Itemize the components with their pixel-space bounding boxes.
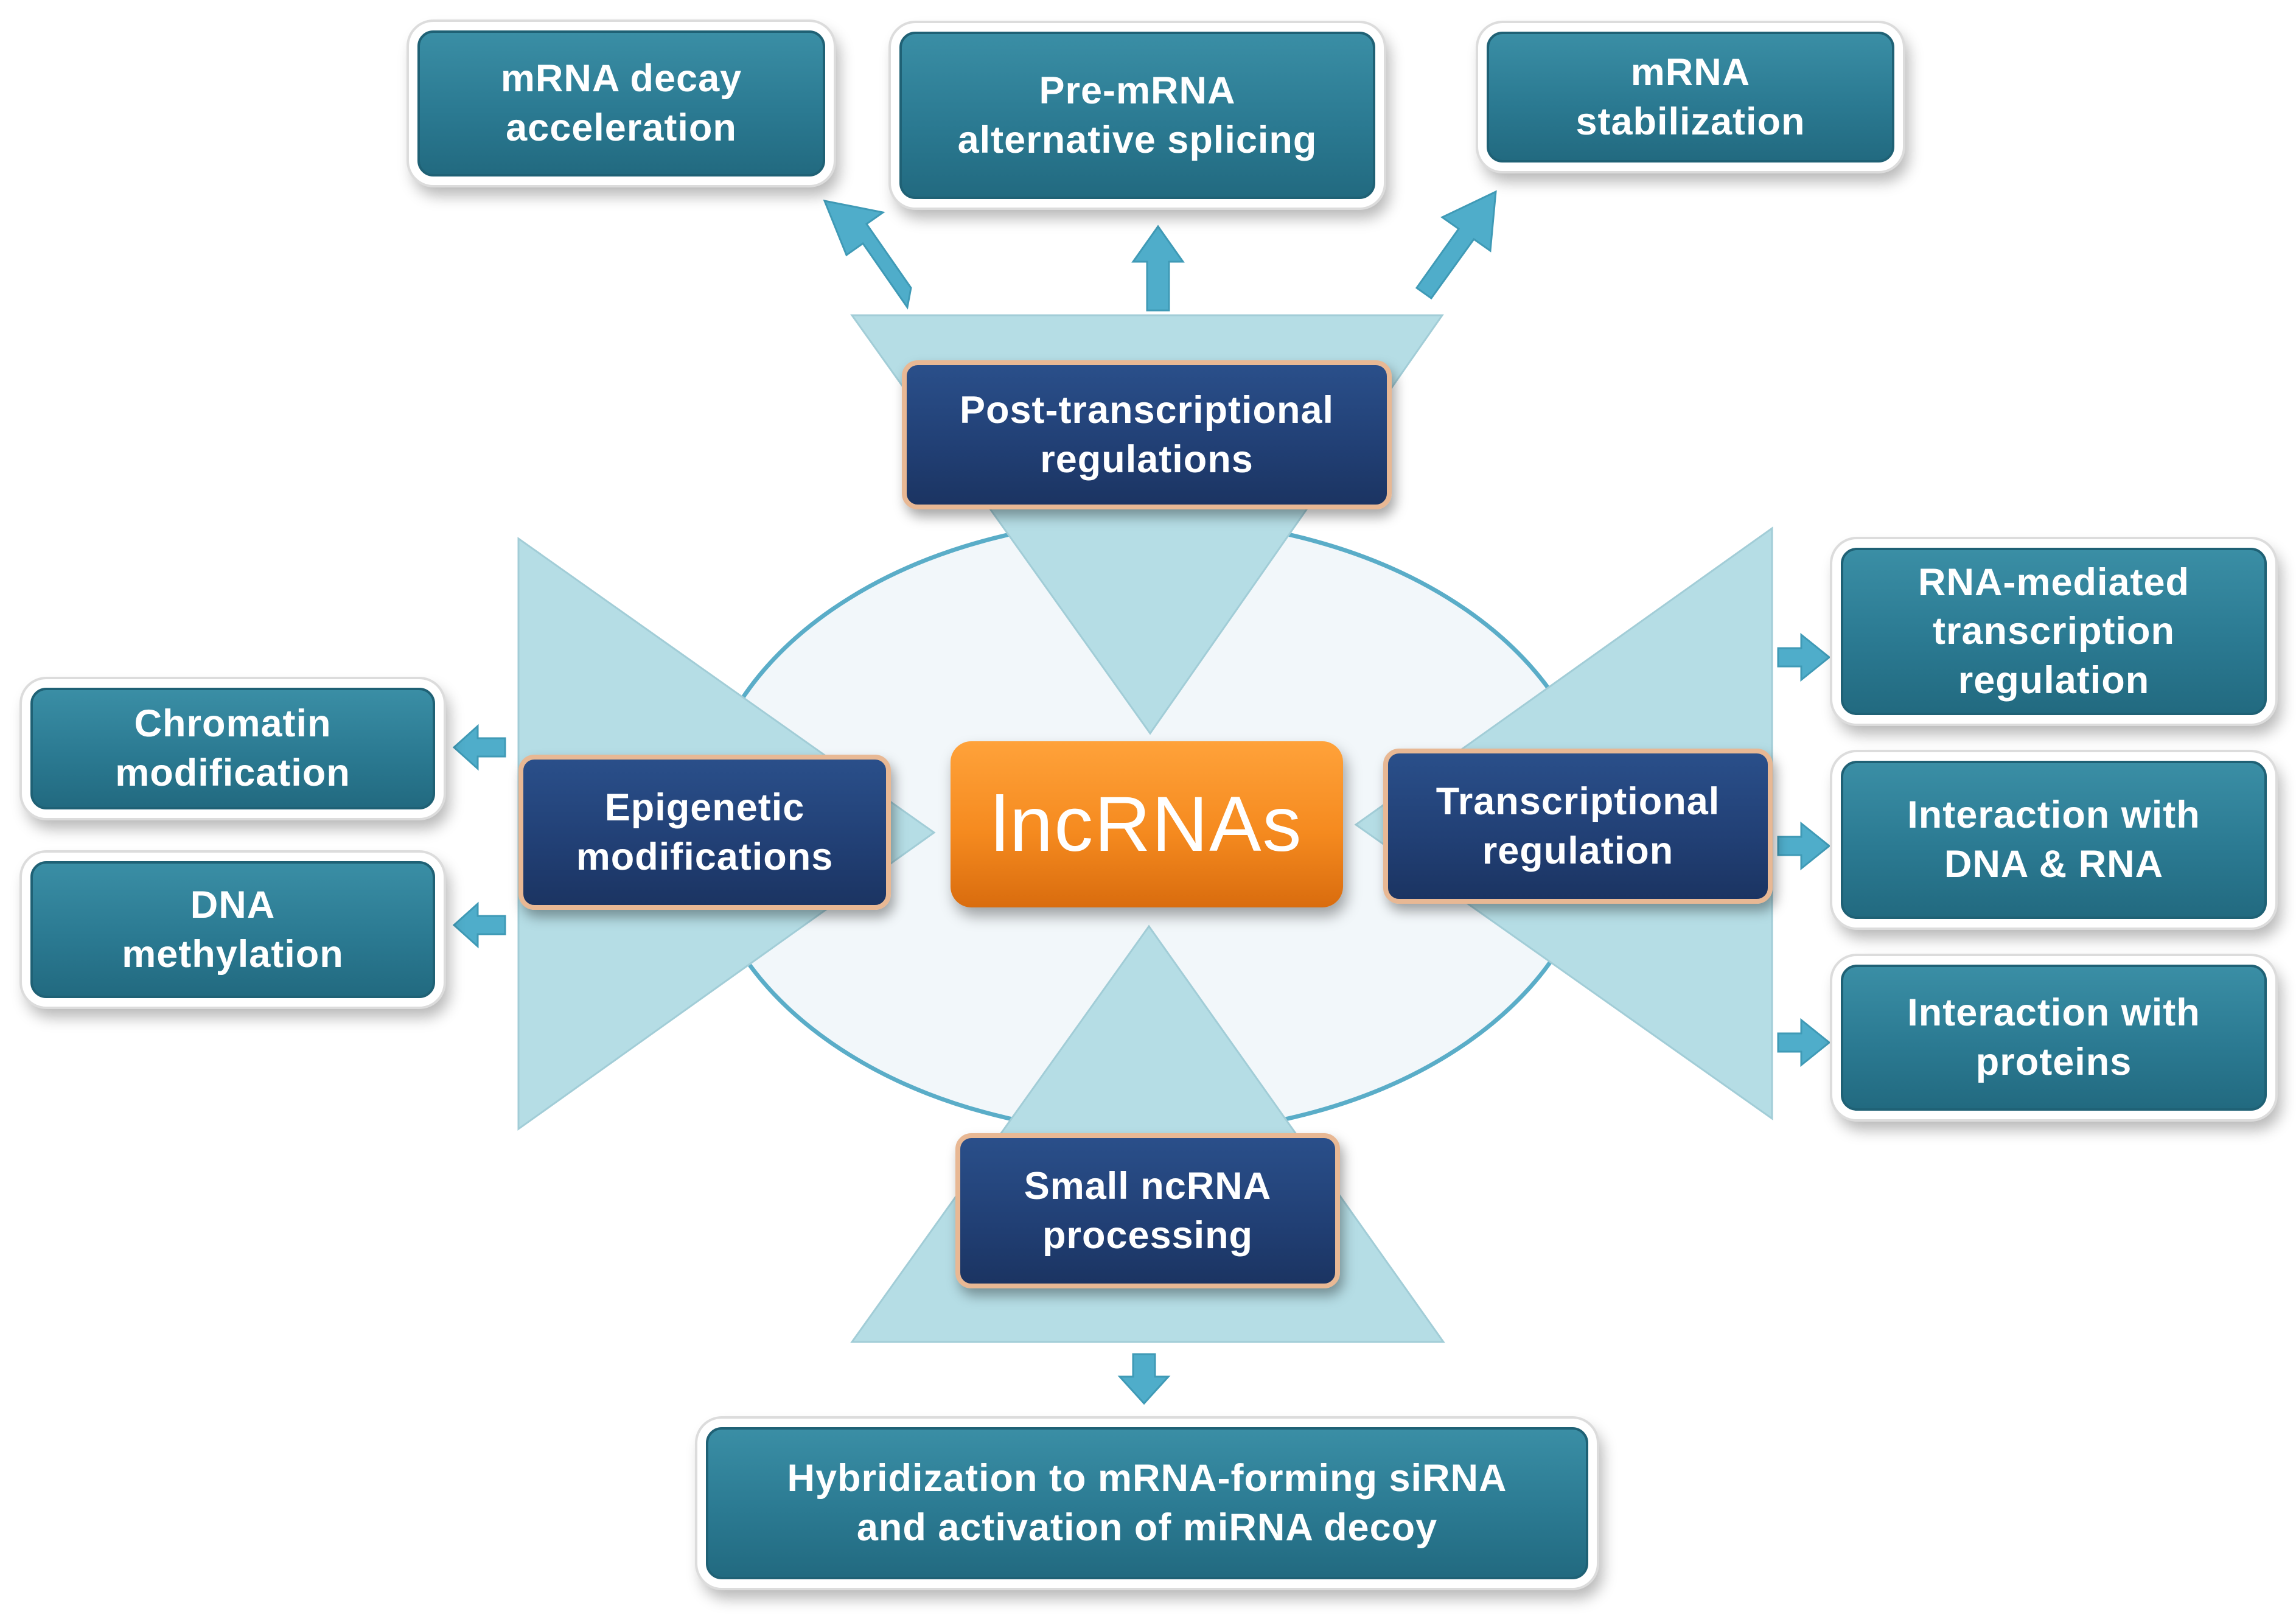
lncrnas-label: lncRNAs (991, 780, 1303, 868)
transcriptional-regulation-box: Transcriptional regulation (1383, 749, 1773, 904)
rna-mediated-line1: RNA-mediated (1917, 561, 2190, 604)
post-transcriptional-line1: Post-transcriptional (959, 388, 1335, 431)
rna-mediated-line2: transcription (1932, 610, 2176, 653)
arrow-to-dna-methylation (452, 901, 506, 949)
arrow-to-hybridization (1117, 1353, 1171, 1405)
interaction-proteins-line1: Interaction with (1907, 991, 2200, 1035)
mrna-stabilization-box: mRNA stabilization (1487, 32, 1894, 162)
pre-mrna-line2: alternative splicing (957, 118, 1317, 161)
small-ncrna-processing-box: Small ncRNA processing (955, 1133, 1340, 1288)
rna-mediated-regulation-box: RNA-mediated transcription regulation (1841, 548, 2267, 715)
lncrnas-center-box: lncRNAs (951, 741, 1343, 907)
chromatin-modification-box: Chromatin modification (30, 688, 435, 809)
transcriptional-line2: regulation (1482, 829, 1674, 872)
dna-methylation-line2: methylation (122, 932, 344, 976)
arrow-to-chromatin (452, 724, 506, 771)
post-transcriptional-line2: regulations (1040, 438, 1254, 481)
pre-mrna-splicing-box: Pre-mRNA alternative splicing (899, 32, 1375, 199)
mrna-stabilization-line1: mRNA (1630, 51, 1751, 94)
small-ncrna-line1: Small ncRNA (1024, 1164, 1272, 1207)
hybridization-line2: and activation of miRNA decoy (856, 1506, 1438, 1549)
rna-mediated-line3: regulation (1958, 659, 2150, 702)
epigenetic-line1: Epigenetic (604, 786, 805, 829)
arrow-to-mrna-stabilization (1415, 190, 1497, 300)
chromatin-line1: Chromatin (134, 702, 332, 746)
interaction-proteins-box: Interaction with proteins (1841, 965, 2267, 1111)
mrna-stabilization-line2: stabilization (1575, 100, 1806, 143)
arrow-to-pre-mrna (1131, 225, 1185, 312)
hybridization-box: Hybridization to mRNA-forming siRNA and … (706, 1427, 1588, 1579)
epigenetic-line2: modifications (576, 835, 834, 878)
interaction-dna-rna-box: Interaction with DNA & RNA (1841, 761, 2267, 919)
interaction-dna-rna-line2: DNA & RNA (1944, 843, 2164, 886)
interaction-proteins-line2: proteins (1975, 1041, 2132, 1083)
interaction-dna-rna-line1: Interaction with (1907, 794, 2200, 837)
dna-methylation-box: DNA methylation (30, 861, 435, 998)
mrna-decay-line1: mRNA decay (500, 57, 742, 100)
small-ncrna-line2: processing (1042, 1214, 1254, 1257)
pre-mrna-line1: Pre-mRNA (1039, 69, 1236, 112)
arrow-to-mrna-decay (823, 199, 912, 310)
arrow-to-interaction-proteins (1777, 1018, 1831, 1067)
mrna-decay-box: mRNA decay acceleration (417, 30, 825, 176)
hybridization-line1: Hybridization to mRNA-forming siRNA (787, 1457, 1507, 1500)
transcriptional-line1: Transcriptional (1436, 780, 1720, 823)
mrna-decay-line2: acceleration (506, 107, 737, 149)
epigenetic-modifications-box: Epigenetic modifications (518, 755, 891, 910)
post-transcriptional-box: Post-transcriptional regulations (902, 360, 1392, 509)
arrow-to-interaction-dna-rna (1777, 821, 1831, 871)
dna-methylation-line1: DNA (190, 883, 276, 926)
chromatin-line2: modification (115, 752, 351, 794)
arrow-to-rna-mediated (1777, 632, 1831, 682)
